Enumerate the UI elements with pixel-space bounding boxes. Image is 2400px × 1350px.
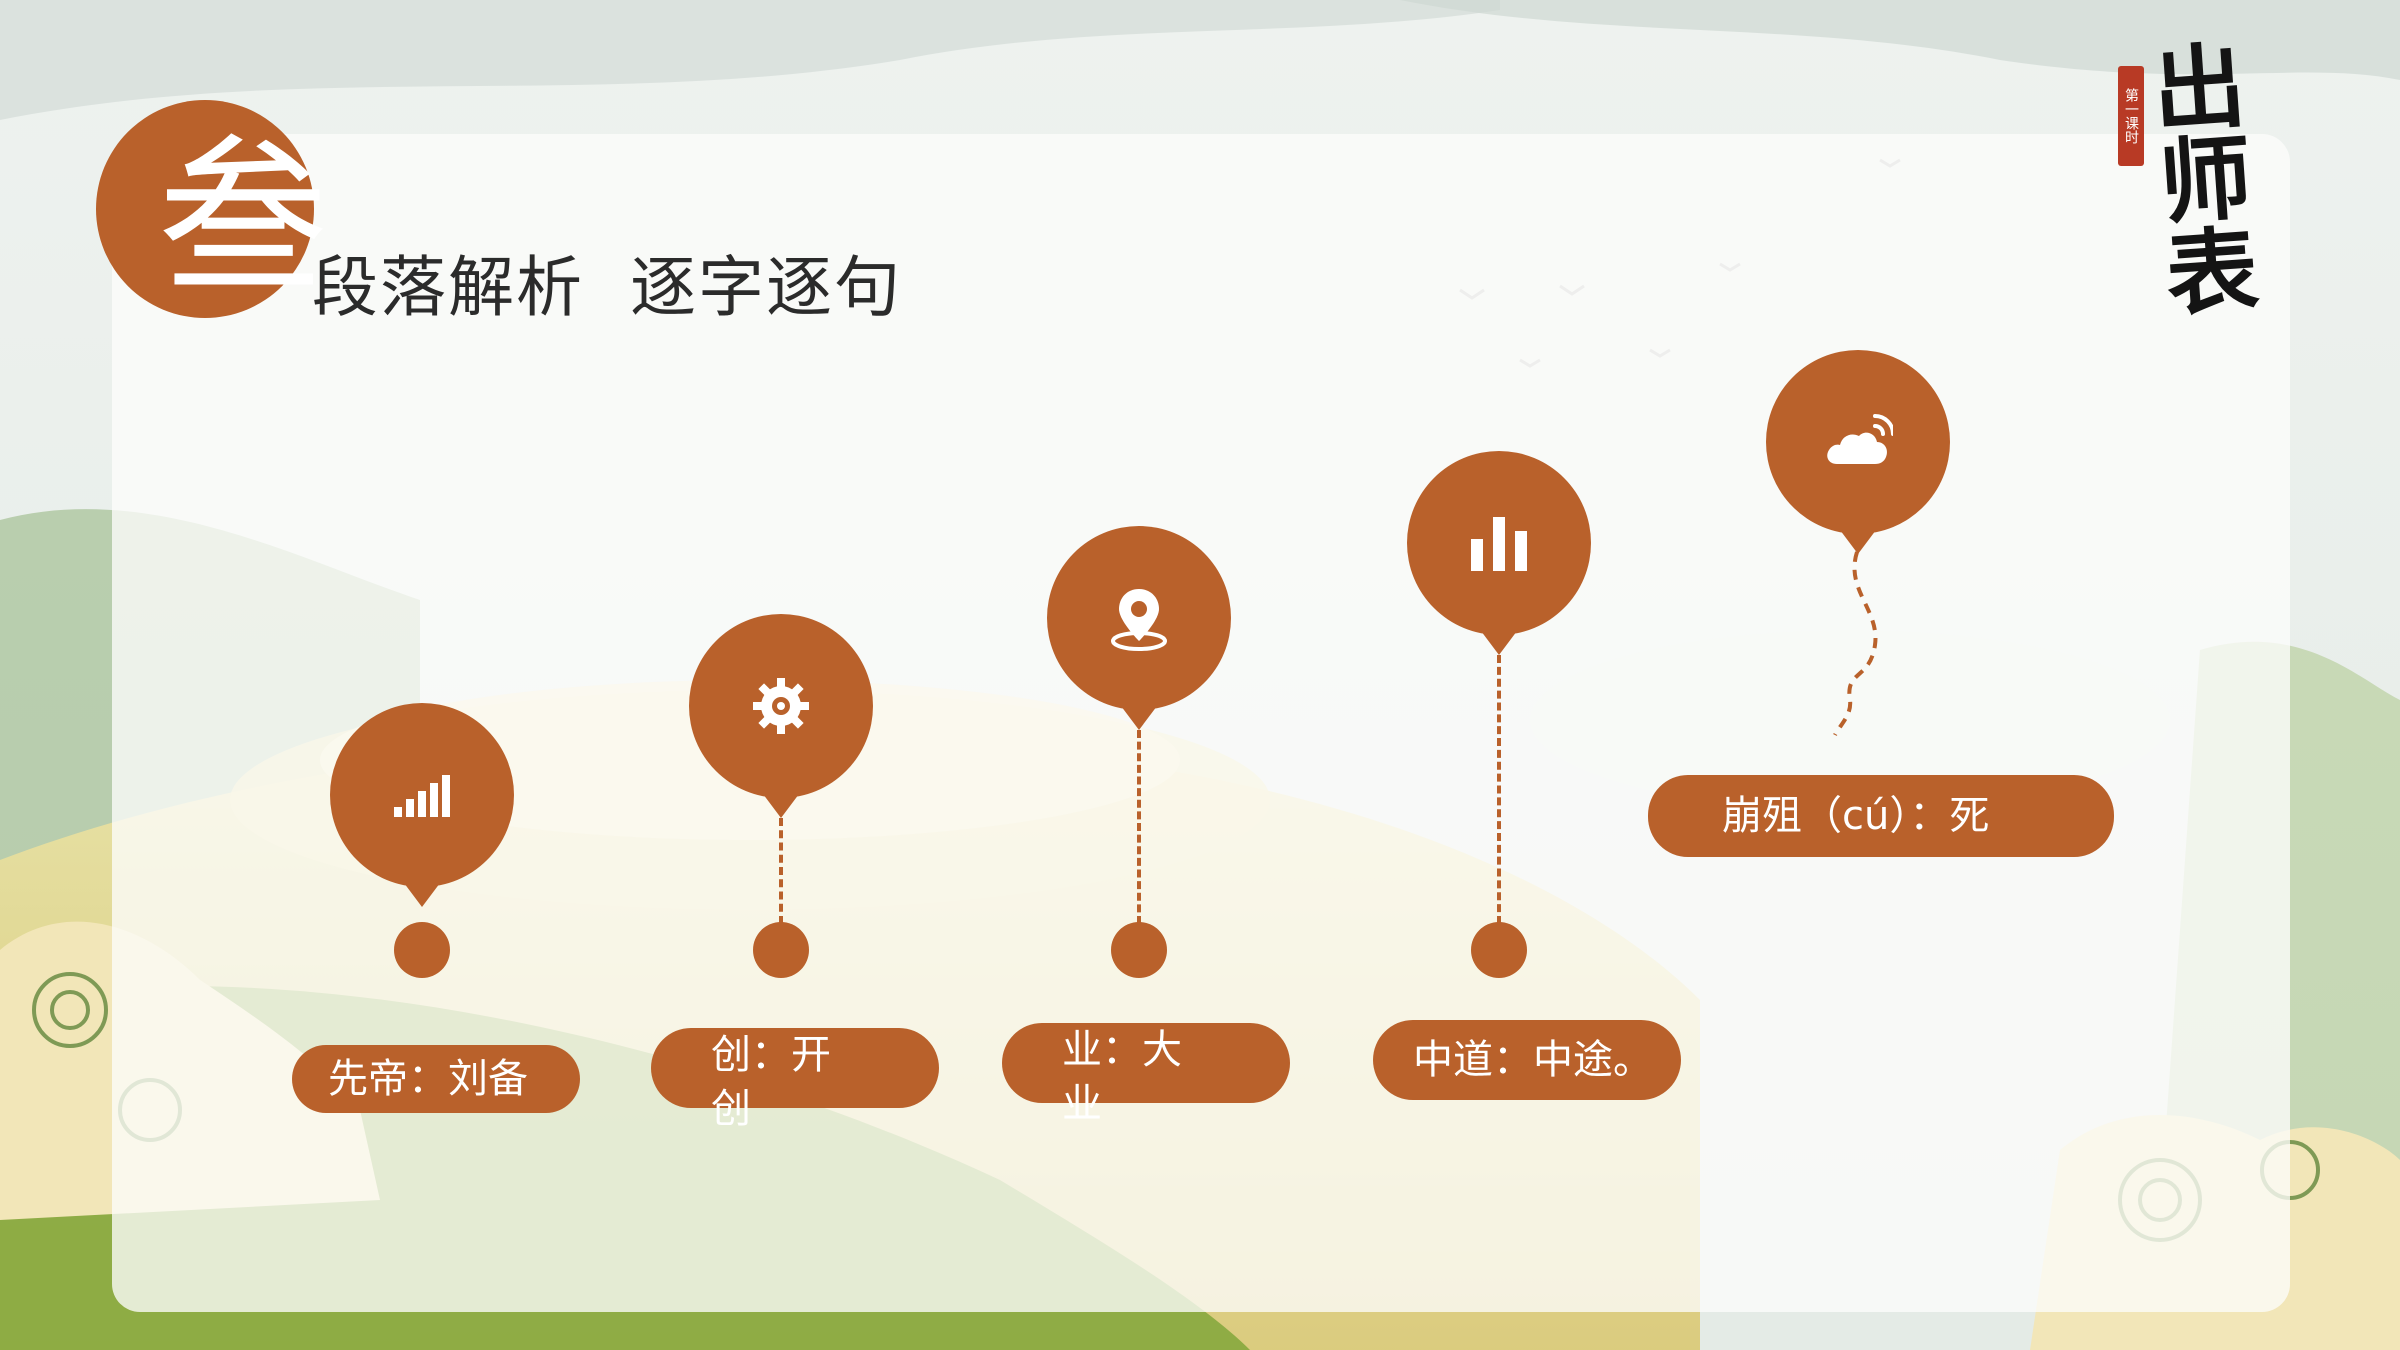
timeline-dot-4 <box>1471 922 1527 978</box>
gear-icon <box>689 614 873 798</box>
timeline-pin-tail-4 <box>1481 631 1517 655</box>
timeline-connector-3 <box>1137 730 1141 924</box>
timeline-label-2: 创：开创 <box>651 1028 939 1132</box>
timeline-dot-1 <box>394 922 450 978</box>
timeline-connector-4 <box>1497 655 1501 924</box>
timeline-pin-tail-1 <box>404 883 440 907</box>
timeline-pin-tail-5 <box>1840 530 1876 554</box>
logo-subtitle: 第一课时 <box>2118 66 2144 166</box>
timeline-dot-3 <box>1111 922 1167 978</box>
bar-chart-icon <box>1407 451 1591 635</box>
timeline-connector-2 <box>779 818 783 924</box>
section-number-badge <box>96 100 314 318</box>
timeline-dot-2 <box>753 922 809 978</box>
page-title: 段落解析 逐字逐句 <box>312 249 902 326</box>
section-number: 叁 <box>157 120 328 318</box>
timeline-label-5: 崩殂（cú）：死 <box>1648 775 2114 857</box>
signal-bars-icon <box>330 703 514 887</box>
logo-title: 出师表 <box>2134 36 2262 320</box>
timeline-label-1: 先帝：刘备 <box>292 1045 580 1113</box>
location-pin-icon <box>1047 526 1231 710</box>
timeline-label-4: 中道：中途。 <box>1373 1020 1681 1100</box>
cloud-wifi-icon <box>1766 350 1950 534</box>
timeline-pin-tail-2 <box>763 794 799 818</box>
timeline-label-3: 业：大业 <box>1002 1023 1290 1127</box>
timeline-connector-5 <box>1833 551 1878 736</box>
timeline-pin-tail-3 <box>1121 706 1157 730</box>
